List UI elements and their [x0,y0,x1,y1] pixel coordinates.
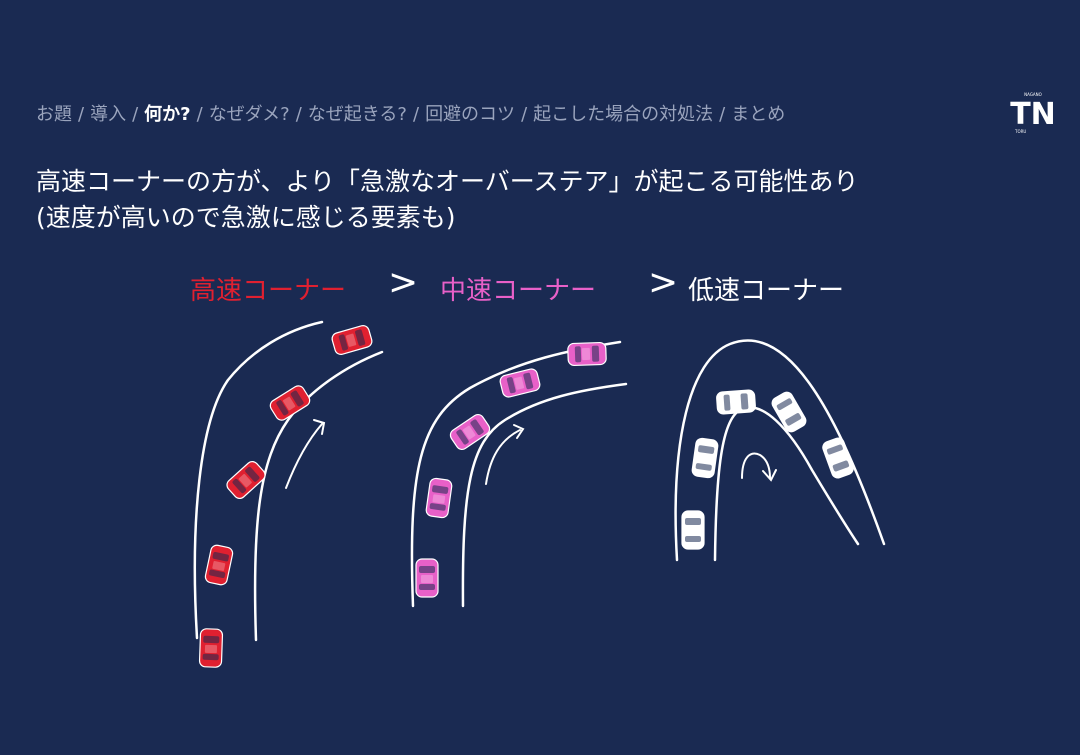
label-high-speed-corner: 高速コーナー [190,276,347,306]
breadcrumb-item-nazeokiru[interactable]: なぜ起きる? [307,104,407,125]
greater-than-1: > [388,262,419,303]
high-speed-cars [198,323,374,668]
breadcrumb-separator: / [412,104,420,125]
logo-small-bottom: TORU [1014,129,1026,134]
breadcrumb-item-nanika[interactable]: 何か? [144,104,191,125]
breadcrumb-separator: / [78,104,85,125]
brand-logo: NAGANO TN TORU [1010,92,1056,134]
label-low-speed-corner: 低速コーナー [688,276,845,306]
breadcrumb-separator: / [521,104,528,125]
car-icon [415,558,439,598]
logo-small-top: NAGANO [1024,92,1042,97]
breadcrumb-item-kaihi[interactable]: 回避のコツ [425,104,516,125]
breadcrumb-item-matome[interactable]: まとめ [731,104,786,125]
car-icon [820,435,856,481]
label-mid-speed-corner: 中速コーナー [440,276,597,306]
car-icon [567,341,607,367]
greater-than-2: > [648,262,679,303]
breadcrumb-separator: / [719,104,726,125]
car-icon [203,543,235,587]
car-icon [447,411,493,453]
breadcrumb-item-odai[interactable]: お題 [36,104,72,125]
car-icon [715,389,757,415]
breadcrumb-item-taisho[interactable]: 起こした場合の対処法 [533,104,714,125]
car-icon [330,323,374,357]
mid-speed-cars [415,341,607,598]
breadcrumb-item-nazedame[interactable]: なぜダメ? [208,104,290,125]
car-icon [424,477,454,519]
headline-line-1: 高速コーナーの方が、より「急激なオーバーステア」が起こる可能性あり [36,167,859,196]
car-icon [769,389,809,435]
breadcrumb-separator: / [132,104,139,125]
car-icon [198,628,224,668]
breadcrumb-separator: / [295,104,302,125]
logo-mark: TN [1010,97,1056,132]
car-icon [681,510,705,550]
breadcrumb-separator: / [196,104,203,125]
car-icon [690,437,720,479]
headline: 高速コーナーの方が、より「急激なオーバーステア」が起こる可能性あり (速度が高い… [36,164,859,236]
car-icon [267,383,313,423]
high-speed-road [193,320,384,642]
breadcrumb-item-dounyu[interactable]: 導入 [90,104,127,125]
headline-line-2: (速度が高いので急激に感じる要素も) [36,203,456,232]
breadcrumb: お題/導入/何か?/なぜダメ?/なぜ起きる?/回避のコツ/起こした場合の対処法/… [36,100,785,126]
